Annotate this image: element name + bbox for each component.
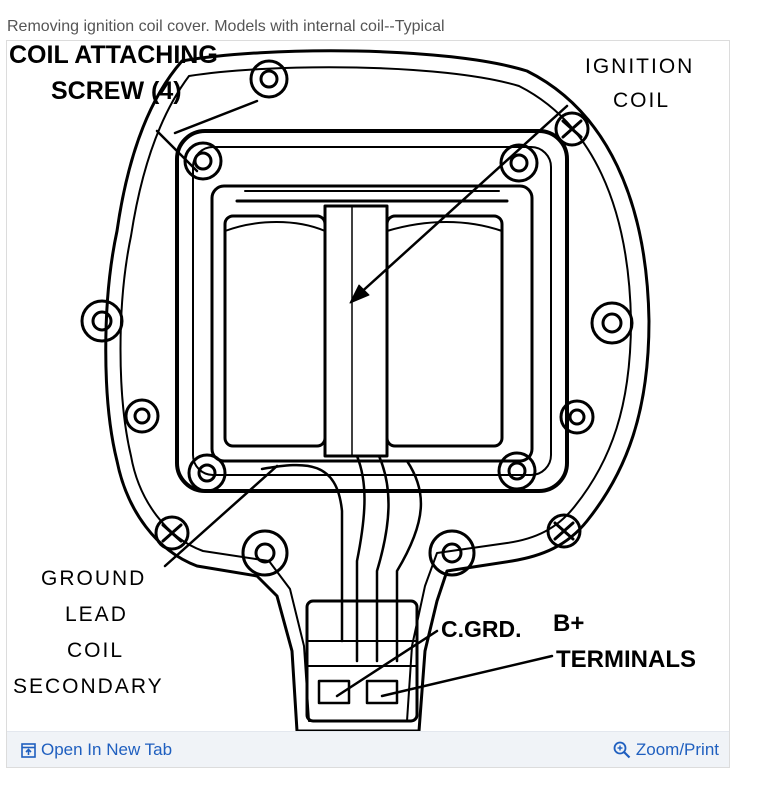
ignition-coil-diagram: COIL ATTACHING SCREW (4) IGNITION COIL G… (9, 41, 696, 731)
coil-screw-top-left (183, 141, 223, 181)
harness-wire-2 (355, 454, 366, 663)
leader-ignition-coil (355, 104, 569, 298)
coil-housing-outer (175, 129, 569, 493)
label-bplus: B+ (553, 610, 584, 637)
latch-screw-bottom-left (154, 515, 190, 551)
image-caption: Removing ignition coil cover. Models wit… (7, 18, 445, 35)
leader-terminals (380, 654, 554, 698)
harness-wire-4 (395, 459, 423, 663)
coil-winding-right (385, 214, 504, 448)
cap-boss-lower-left (241, 529, 289, 577)
coil-screw-bottom-right (497, 451, 537, 491)
leader-ignition-arrowhead (349, 284, 370, 304)
coil-winding-left (223, 214, 327, 448)
leader-ground-lead (163, 464, 279, 568)
label-coil-attaching-screw: SCREW (4) (51, 77, 182, 105)
leader-cgrd (335, 629, 439, 698)
harness-wire-3 (375, 454, 390, 663)
zoom-print-label: Zoom/Print (635, 740, 719, 759)
label-cgrd: C.GRD. (441, 616, 522, 642)
cap-boss-mid-left (124, 398, 160, 434)
open-in-new-tab-link[interactable]: Open In New Tab (21, 740, 172, 760)
open-in-new-tab-label: Open In New Tab (41, 740, 173, 759)
open-in-new-tab-icon (21, 742, 36, 758)
cap-boss-lower-right (428, 529, 476, 577)
cap-boss-left (80, 299, 124, 343)
image-footer-bar: Open In New Tab Zoom/Print (7, 731, 729, 767)
cap-boss-right (590, 301, 634, 345)
coil-screw-top-right (499, 143, 539, 183)
label-ignition: IGNITION (585, 55, 694, 78)
label-ignition-coil: COIL (613, 89, 670, 112)
coil-housing-inner (192, 146, 552, 476)
label-ground: GROUND (41, 567, 146, 590)
leader-coil-screw (155, 129, 199, 173)
coil-screw-bottom-left (187, 453, 227, 493)
leader-coil-screw-2 (173, 99, 259, 135)
label-coil-attaching: COIL ATTACHING (9, 41, 218, 69)
zoom-magnifier-icon (613, 741, 631, 759)
label-coil-secondary-coil: COIL (67, 639, 124, 662)
latch-screw-bottom-right (546, 513, 582, 549)
cap-boss-mid-right (559, 399, 595, 435)
zoom-print-link[interactable]: Zoom/Print (613, 740, 719, 760)
label-secondary: SECONDARY (13, 675, 164, 698)
cap-boss-top (249, 59, 289, 99)
image-frame: COIL ATTACHING SCREW (4) IGNITION COIL G… (6, 40, 730, 768)
terminal-connector-body (305, 599, 419, 723)
coil-housing-tray (210, 184, 534, 463)
label-lead: LEAD (65, 603, 128, 626)
latch-screw-top-right (554, 111, 590, 147)
label-terminals: TERMINALS (556, 646, 696, 673)
coil-core (323, 204, 389, 458)
